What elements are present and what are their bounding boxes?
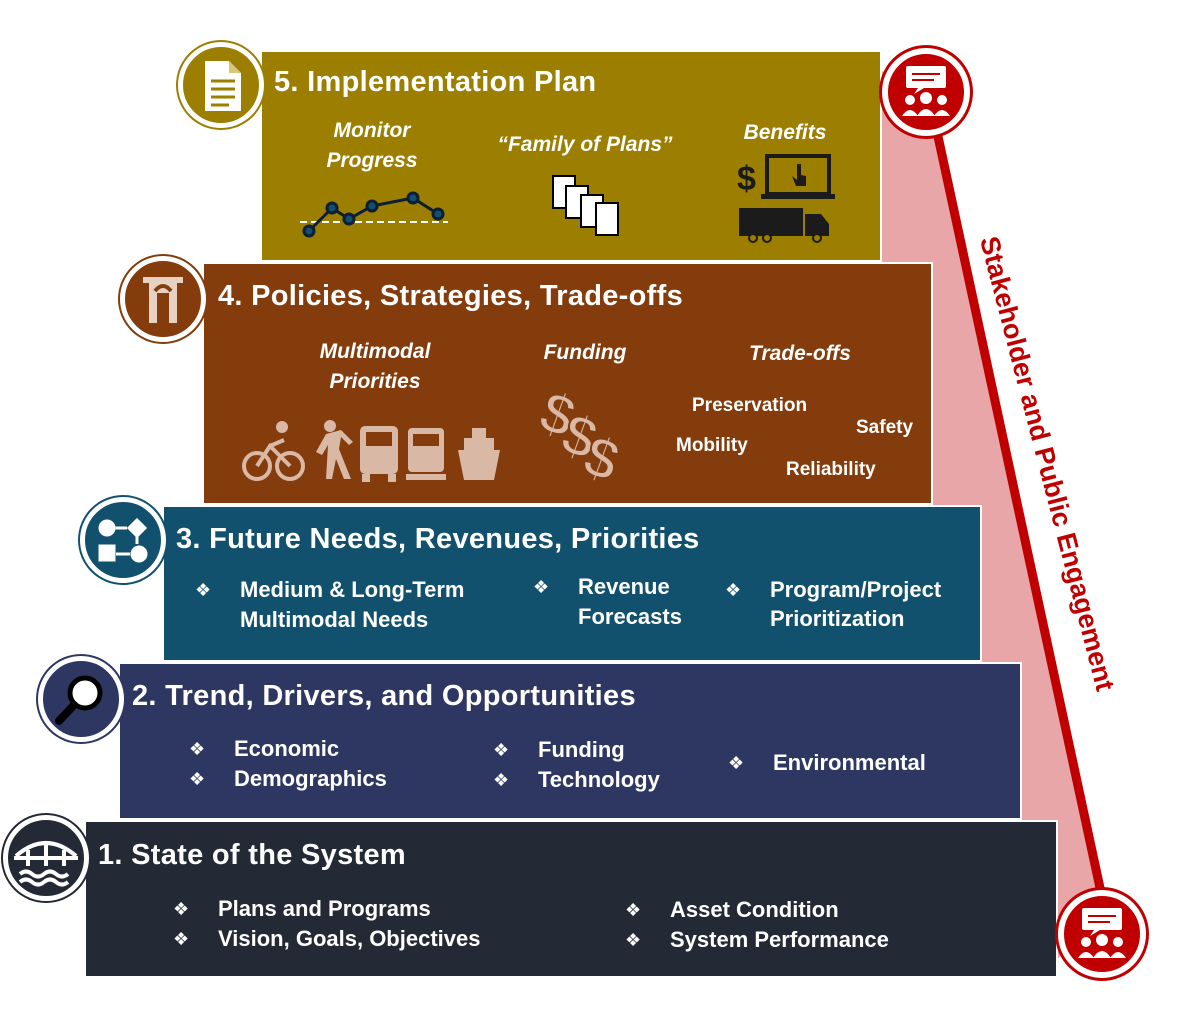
bullet-glyph: ❖ — [493, 740, 510, 760]
level2-band — [118, 662, 1022, 820]
monitor-progress-label: Monitor Progress — [326, 119, 418, 172]
tradeoffs-label: Trade-offs — [749, 342, 851, 365]
tradeoff-reliability: Reliability — [786, 459, 876, 480]
funding-item: Funding — [538, 737, 625, 762]
tradeoff-mobility: Mobility — [676, 435, 748, 456]
prioritization-line-2: Prioritization — [770, 606, 905, 631]
tradeoff-safety: Safety — [856, 417, 914, 438]
bullet-glyph: ❖ — [728, 753, 745, 773]
pedestrian-icon — [316, 420, 353, 479]
bullet-glyph: ❖ — [189, 769, 206, 789]
benefits-label: Benefits — [743, 121, 827, 144]
progress-chart-icon — [300, 191, 448, 238]
bridge-icon — [3, 815, 89, 901]
bullet-glyph: ❖ — [173, 899, 190, 919]
bullet-glyph: ❖ — [625, 930, 642, 950]
technology-item: Technology — [538, 767, 660, 792]
revenue-line-1: Revenue — [578, 574, 670, 599]
bullet-glyph: ❖ — [625, 900, 642, 920]
bullet-glyph: ❖ — [189, 739, 206, 759]
prioritization-line-1: Program/Project — [770, 577, 942, 602]
train-icon — [406, 428, 446, 480]
dollar-signs-icon: $ $ $ — [530, 378, 629, 496]
engagement-line — [923, 89, 1113, 926]
funding-label: Funding — [543, 341, 627, 364]
plans-stack-icon — [552, 175, 619, 236]
engagement-top-icon — [882, 48, 970, 136]
bullet-glyph: ❖ — [195, 580, 212, 600]
level5-title: 5. Implementation Plan — [274, 66, 597, 98]
needs-line-2: Multimodal Needs — [240, 607, 429, 632]
family-of-plans-label: “Family of Plans” — [497, 133, 673, 156]
truck-icon — [360, 426, 398, 482]
bullet-glyph: ❖ — [493, 770, 510, 790]
tradeoff-preservation: Preservation — [692, 395, 808, 416]
bridge-road-icon — [120, 256, 206, 342]
level1-title: 1. State of the System — [98, 839, 406, 871]
revenue-line-2: Forecasts — [578, 604, 682, 629]
system-performance-item: System Performance — [670, 927, 889, 952]
level3-title: 3. Future Needs, Revenues, Priorities — [176, 523, 700, 555]
level3-band — [162, 505, 982, 662]
level1-band — [84, 820, 1058, 978]
environmental-item: Environmental — [773, 750, 926, 775]
bullet-glyph: ❖ — [533, 577, 550, 597]
bullet-glyph: ❖ — [725, 580, 742, 600]
engagement-bottom-icon — [1058, 890, 1146, 978]
magnifier-icon — [38, 656, 124, 742]
bullet-glyph: ❖ — [173, 929, 190, 949]
economic-item: Economic — [234, 736, 340, 761]
ship-icon — [458, 428, 500, 480]
needs-line-1: Medium & Long-Term — [240, 577, 465, 602]
multimodal-priorities-label: Multimodal Priorities — [319, 340, 431, 393]
plans-programs-item: Plans and Programs — [218, 896, 431, 921]
flowchart-icon — [80, 497, 166, 583]
multimodal-icons — [242, 420, 500, 482]
svg-text:$: $ — [737, 160, 756, 198]
bicycle-icon — [242, 421, 305, 481]
level2-title: 2. Trend, Drivers, and Opportunities — [132, 680, 636, 712]
benefits-icon: $ — [737, 154, 835, 243]
asset-condition-item: Asset Condition — [670, 897, 839, 922]
vision-goals-item: Vision, Goals, Objectives — [218, 926, 481, 951]
level4-band — [202, 262, 933, 505]
demographics-item: Demographics — [234, 766, 387, 791]
document-icon — [178, 42, 264, 128]
level4-title: 4. Policies, Strategies, Trade-offs — [218, 280, 683, 312]
